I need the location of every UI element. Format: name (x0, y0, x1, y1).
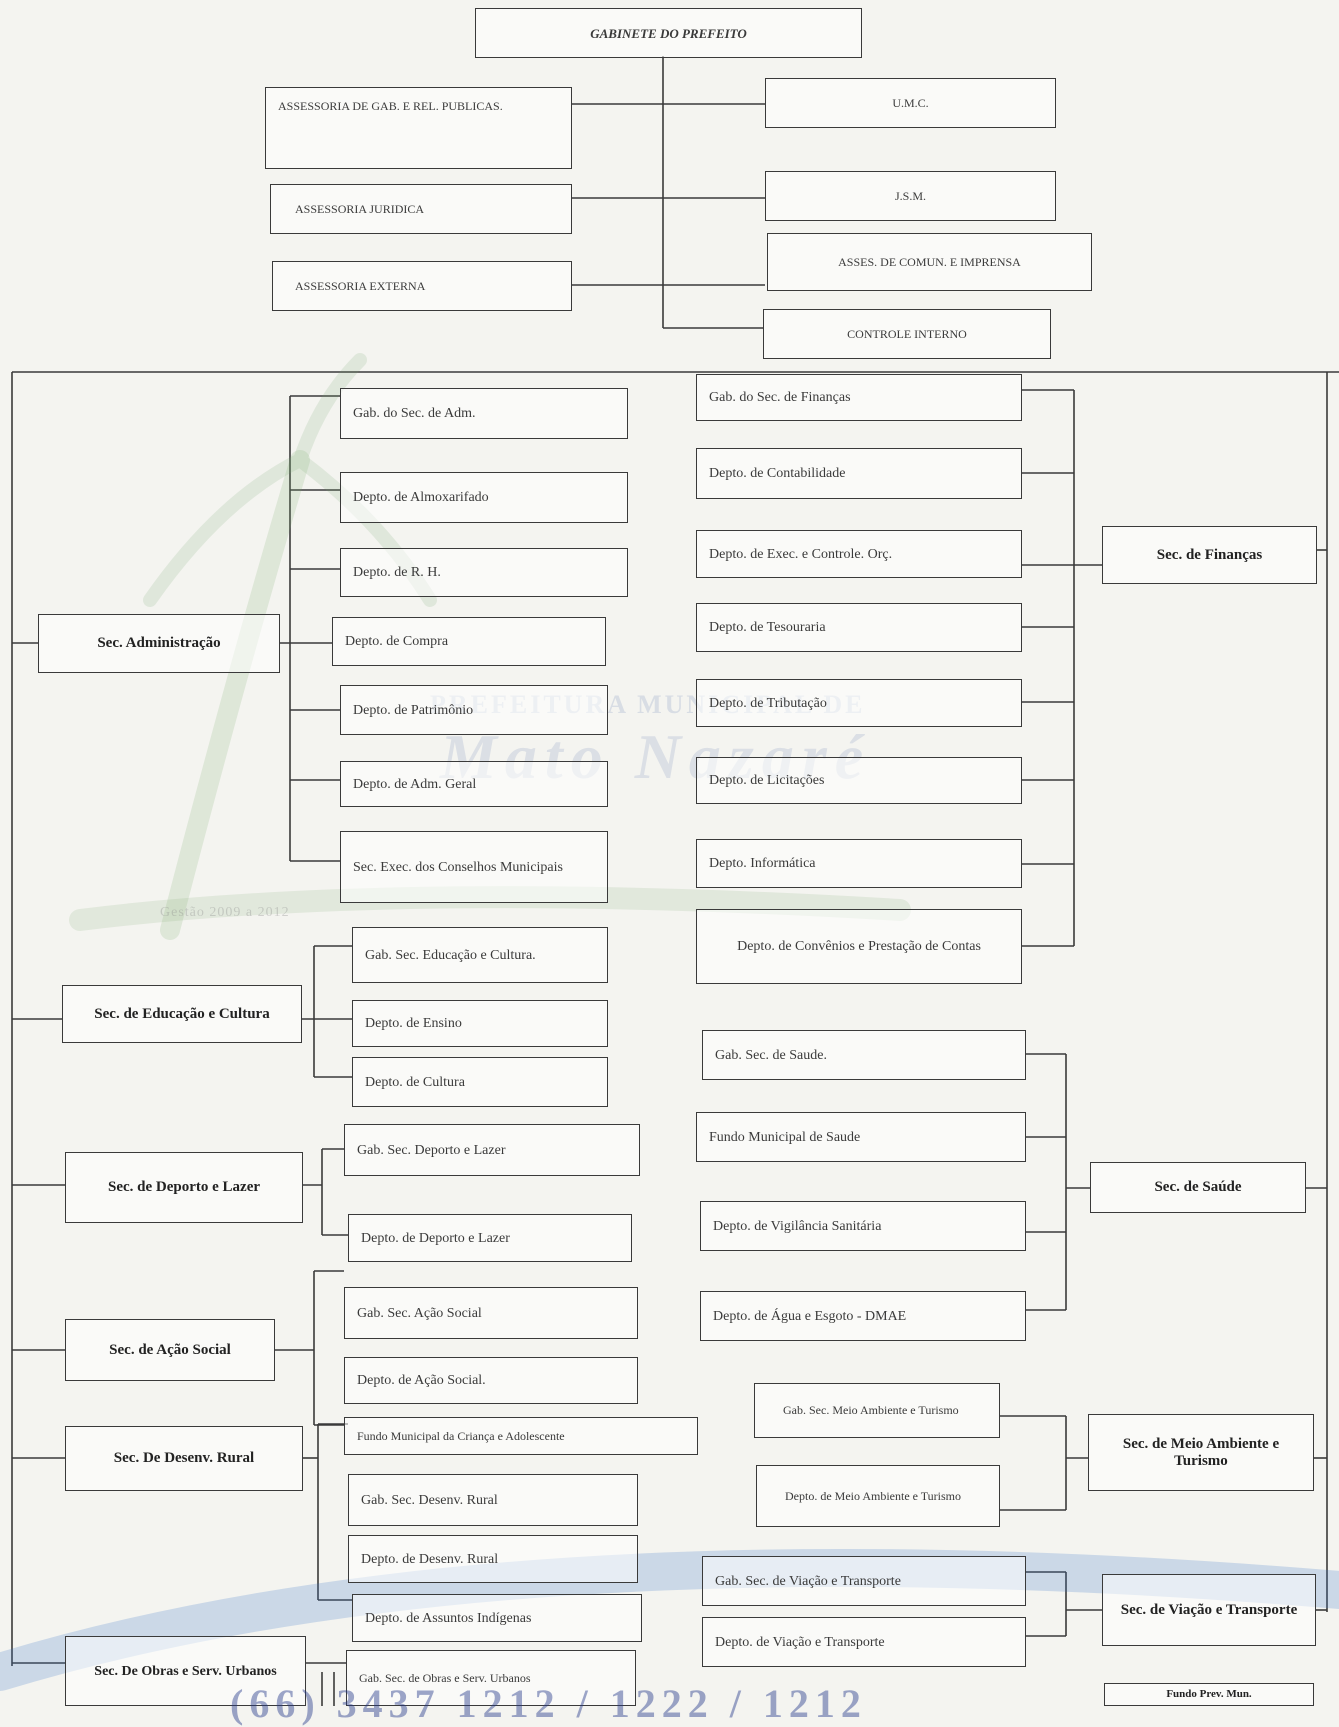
node-jsm: J.S.M. (765, 171, 1056, 221)
node-fundo-prev: Fundo Prev. Mun. (1104, 1683, 1314, 1706)
node-sec-rural: Sec. De Desenv. Rural (65, 1426, 303, 1491)
node-rural-indigenas: Depto. de Assuntos Indígenas (352, 1594, 642, 1642)
node-sau-gab: Gab. Sec. de Saude. (702, 1030, 1026, 1080)
node-sau-agua: Depto. de Água e Esgoto - DMAE (700, 1291, 1026, 1341)
node-sec-obras: Sec. De Obras e Serv. Urbanos (65, 1636, 306, 1706)
node-mei-depto: Depto. de Meio Ambiente e Turismo (756, 1465, 1000, 1527)
node-sec-educacao: Sec. de Educação e Cultura (62, 985, 302, 1043)
node-acao-fundo: Fundo Municipal da Criança e Adolescente (344, 1417, 698, 1455)
node-fin-tributacao: Depto. de Tributação (696, 679, 1022, 727)
node-fin-convenios: Depto. de Convênios e Prestação de Conta… (696, 909, 1022, 984)
node-fin-exec-controle: Depto. de Exec. e Controle. Orç. (696, 530, 1022, 578)
node-adm-almoxarifado: Depto. de Almoxarifado (340, 472, 628, 523)
node-fin-licitacoes: Depto. de Licitações (696, 757, 1022, 804)
node-adm-geral: Depto. de Adm. Geral (340, 761, 608, 807)
node-fin-contabilidade: Depto. de Contabilidade (696, 448, 1022, 499)
node-via-depto: Depto. de Viação e Transporte (702, 1617, 1026, 1667)
node-rural-depto: Depto. de Desenv. Rural (348, 1535, 638, 1583)
node-fin-gab: Gab. do Sec. de Finanças (696, 374, 1022, 421)
node-sec-acao-social: Sec. de Ação Social (65, 1319, 275, 1381)
node-sec-administracao: Sec. Administração (38, 614, 280, 673)
node-edu-gab: Gab. Sec. Educação e Cultura. (352, 927, 608, 983)
node-adm-gab: Gab. do Sec. de Adm. (340, 388, 628, 439)
node-gabinete-do-prefeito: GABINETE DO PREFEITO (475, 8, 862, 58)
node-adm-patrimonio: Depto. de Patrimônio (340, 685, 608, 735)
node-sec-viacao: Sec. de Viação e Transporte (1102, 1574, 1316, 1646)
node-assessoria-gab: ASSESSORIA DE GAB. E REL. PUBLICAS. (265, 87, 572, 169)
watermark-line-3: Gestão 2009 a 2012 (160, 905, 290, 920)
footer-phone: (66) 3437 1212 / 1222 / 1212 (230, 1681, 867, 1726)
node-dep-depto: Depto. de Deporto e Lazer (348, 1214, 632, 1262)
node-assessoria-juridica: ASSESSORIA JURIDICA (270, 184, 572, 234)
node-sau-fundo: Fundo Municipal de Saude (696, 1112, 1026, 1162)
node-acao-gab: Gab. Sec. Ação Social (344, 1287, 638, 1339)
node-fin-tesouraria: Depto. de Tesouraria (696, 603, 1022, 652)
node-assessoria-externa: ASSESSORIA EXTERNA (272, 261, 572, 311)
node-sau-vigilancia: Depto. de Vigilância Sanitária (700, 1201, 1026, 1251)
node-dep-gab: Gab. Sec. Deporto e Lazer (344, 1124, 640, 1176)
node-adm-rh: Depto. de R. H. (340, 548, 628, 597)
node-umc: U.M.C. (765, 78, 1056, 128)
node-sec-financas: Sec. de Finanças (1102, 526, 1317, 584)
node-adm-conselhos: Sec. Exec. dos Conselhos Municipais (340, 831, 608, 903)
node-asses-comun-imprensa: ASSES. DE COMUN. E IMPRENSA (767, 233, 1092, 291)
node-sec-deporto: Sec. de Deporto e Lazer (65, 1152, 303, 1223)
node-obras-gab: Gab. Sec. de Obras e Serv. Urbanos (346, 1650, 636, 1706)
node-via-gab: Gab. Sec. de Viação e Transporte (702, 1556, 1026, 1606)
node-edu-cultura: Depto. de Cultura (352, 1057, 608, 1107)
node-adm-compra: Depto. de Compra (332, 617, 606, 666)
node-mei-gab: Gab. Sec. Meio Ambiente e Turismo (754, 1383, 1000, 1438)
node-rural-gab: Gab. Sec. Desenv. Rural (348, 1474, 638, 1526)
node-controle-interno: CONTROLE INTERNO (763, 309, 1051, 359)
node-fin-informatica: Depto. Informática (696, 839, 1022, 888)
node-edu-ensino: Depto. de Ensino (352, 1000, 608, 1047)
node-sec-saude: Sec. de Saúde (1090, 1162, 1306, 1213)
node-acao-depto: Depto. de Ação Social. (344, 1357, 638, 1404)
node-sec-meio-ambiente: Sec. de Meio Ambiente e Turismo (1088, 1414, 1314, 1491)
